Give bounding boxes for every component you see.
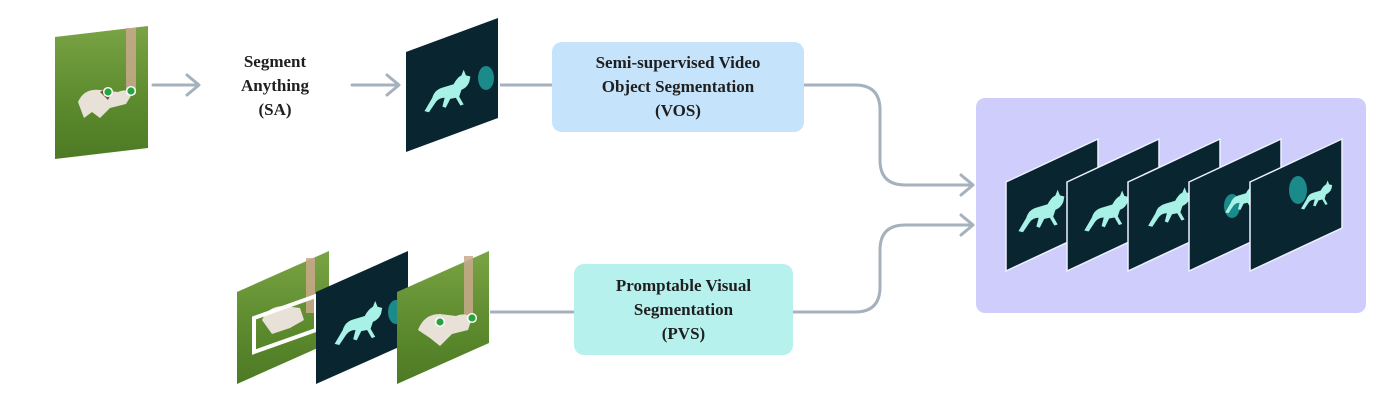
input-image — [55, 26, 148, 159]
arrowhead-vos — [959, 173, 975, 197]
click-point-icon — [102, 86, 114, 98]
pvs-frame-3 — [397, 251, 489, 384]
sa-mask-frame — [406, 18, 498, 152]
vos-box: Semi-supervised Video Object Segmentatio… — [552, 42, 804, 132]
sa-label: Segment Anything (SA) — [240, 52, 310, 119]
output-frame — [1249, 137, 1343, 273]
pvs-box: Promptable Visual Segmentation (PVS) — [574, 264, 793, 355]
arrowhead-pvs — [959, 213, 975, 237]
arrow-vos-to-output — [802, 83, 974, 187]
pvs-frame-1 — [237, 251, 329, 384]
click-point-icon — [125, 85, 137, 97]
click-point-icon — [434, 316, 446, 328]
pvs-mask-frame — [316, 251, 408, 384]
arrow-pvs-to-output — [791, 223, 974, 314]
arrow-input-to-sa — [151, 73, 201, 97]
click-point-icon — [466, 312, 478, 324]
arrow-sa-to-mask — [350, 73, 401, 97]
